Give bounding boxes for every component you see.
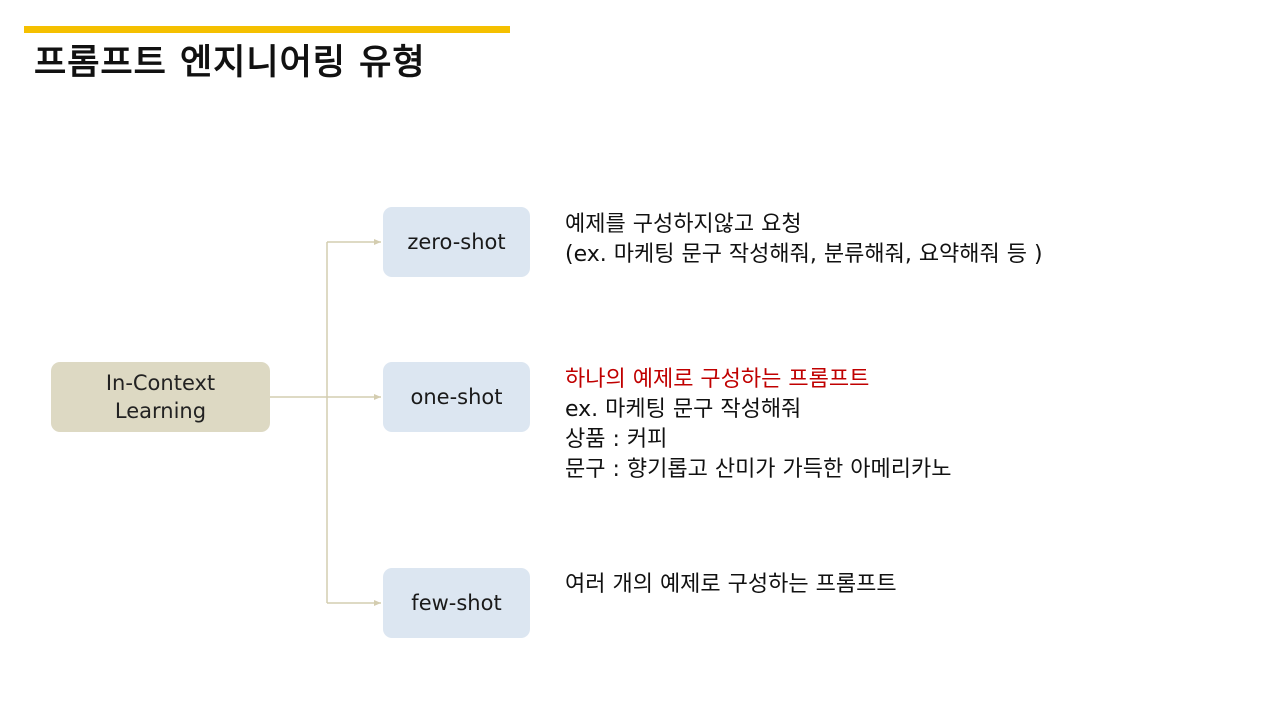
root-node-in-context-learning: In-Context Learning: [51, 362, 270, 432]
zero-shot-description: 예제를 구성하지않고 요청 (ex. 마케팅 문구 작성해줘, 분류해줘, 요약…: [565, 210, 1043, 270]
zero-shot-desc-line: 예제를 구성하지않고 요청: [565, 212, 802, 237]
title-accent-bar: [24, 26, 510, 33]
one-shot-desc-example: ex. 마케팅 문구 작성해줘: [565, 397, 802, 422]
node-few-shot: few-shot: [383, 568, 530, 638]
node-zero-shot: zero-shot: [383, 207, 530, 277]
few-shot-description: 여러 개의 예제로 구성하는 프롬프트: [565, 570, 897, 600]
zero-shot-desc-example: (ex. 마케팅 문구 작성해줘, 분류해줘, 요약해줘 등 ): [565, 242, 1043, 267]
one-shot-desc-highlight: 하나의 예제로 구성하는 프롬프트: [565, 367, 870, 392]
few-shot-desc-line: 여러 개의 예제로 구성하는 프롬프트: [565, 572, 897, 597]
page-title: 프롬프트 엔지니어링 유형: [34, 43, 426, 83]
one-shot-description: 하나의 예제로 구성하는 프롬프트 ex. 마케팅 문구 작성해줘 상품 : 커…: [565, 365, 951, 485]
one-shot-desc-copy: 문구 : 향기롭고 산미가 가득한 아메리카노: [565, 457, 952, 482]
one-shot-desc-product: 상품 : 커피: [565, 427, 668, 452]
node-one-shot: one-shot: [383, 362, 530, 432]
